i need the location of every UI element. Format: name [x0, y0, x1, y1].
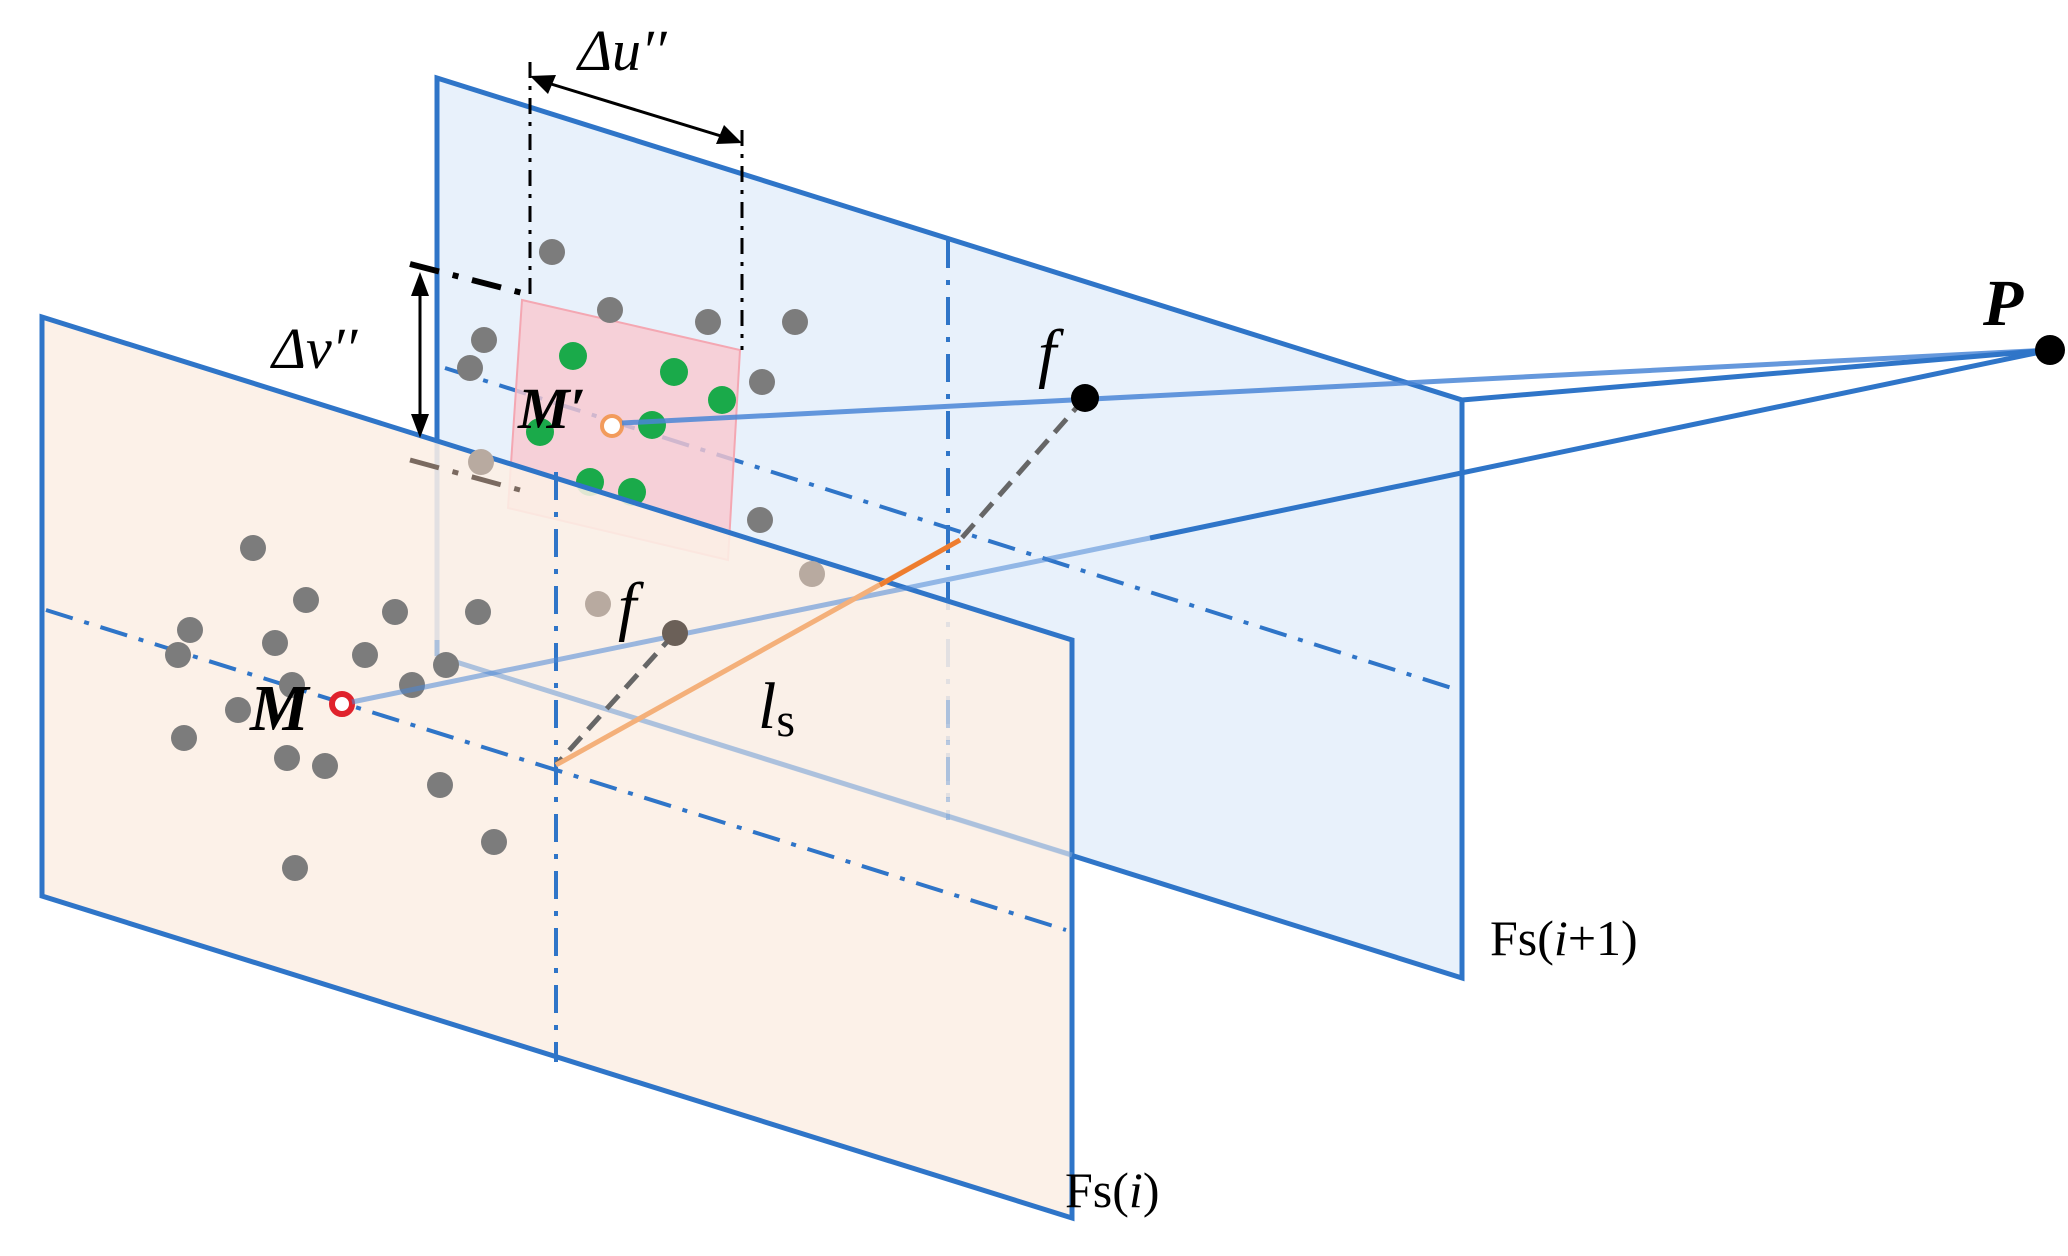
- gray-point: [433, 652, 459, 678]
- back-plane-through-edges: [434, 640, 1073, 858]
- point-m-label: M: [249, 672, 311, 745]
- gray-point: [427, 772, 453, 798]
- gray-point: [240, 535, 266, 561]
- gray-point: [165, 642, 191, 668]
- gray-point: [457, 355, 483, 381]
- gray-point: [262, 630, 288, 656]
- point-m-prime-label: M′: [517, 376, 586, 441]
- optical-center-back: [1071, 384, 1099, 412]
- frame-back-label: Fs(i+1): [1490, 910, 1638, 966]
- gray-point: [695, 309, 721, 335]
- ray-m-to-p-front: [351, 535, 1151, 705]
- delta-v-dimension: [409, 261, 531, 493]
- back-plane-gray-points: [457, 239, 825, 587]
- front-frame-plane: [39, 313, 1075, 1222]
- gray-point: [225, 697, 251, 723]
- gray-point: [282, 855, 308, 881]
- point-p: [2035, 335, 2065, 365]
- point-m-marker: [329, 691, 355, 717]
- point-p-label: P: [1982, 267, 2024, 340]
- gray-point: [481, 829, 507, 855]
- green-point: [660, 358, 688, 386]
- delta-v-label: Δv′′: [270, 316, 358, 381]
- baseline-subscript: s: [776, 694, 795, 747]
- delta-u-label: Δu′′: [576, 18, 668, 83]
- gray-point: [274, 745, 300, 771]
- optical-center-front: [662, 620, 688, 646]
- ray-frame-to-p: [1461, 347, 2051, 403]
- frame-front-label: Fs(i): [1065, 1162, 1159, 1218]
- faded-point: [585, 591, 611, 617]
- front-plane-gray-points: [165, 535, 507, 881]
- gray-point: [465, 599, 491, 625]
- gray-point: [312, 753, 338, 779]
- gray-point: [749, 369, 775, 395]
- ray-m-to-p-back: [1149, 347, 2051, 541]
- baseline-main: l: [758, 670, 776, 743]
- gray-point: [279, 672, 305, 698]
- baseline-label: ls: [758, 670, 795, 747]
- gray-point: [782, 309, 808, 335]
- gray-point: [399, 672, 425, 698]
- faded-points: [468, 449, 825, 617]
- gray-point: [539, 239, 565, 265]
- point-m-prime-marker: [600, 414, 624, 438]
- gray-point: [293, 587, 319, 613]
- gray-point: [747, 507, 773, 533]
- green-point: [526, 418, 554, 446]
- focal-dash-back: [958, 396, 1087, 542]
- gray-point: [171, 725, 197, 751]
- focal-dash-front: [554, 631, 677, 767]
- baseline-segment-upper: [878, 537, 962, 588]
- green-point: [559, 342, 587, 370]
- gray-point: [597, 297, 623, 323]
- gray-point: [177, 617, 203, 643]
- faded-point: [468, 449, 494, 475]
- faded-point: [799, 561, 825, 587]
- green-point: [708, 386, 736, 414]
- green-point: [638, 411, 666, 439]
- ray-m-prime-to-p: [621, 347, 2051, 426]
- gray-point: [382, 599, 408, 625]
- delta-u-dimension: [528, 62, 744, 350]
- gray-point: [352, 642, 378, 668]
- gray-point: [471, 327, 497, 353]
